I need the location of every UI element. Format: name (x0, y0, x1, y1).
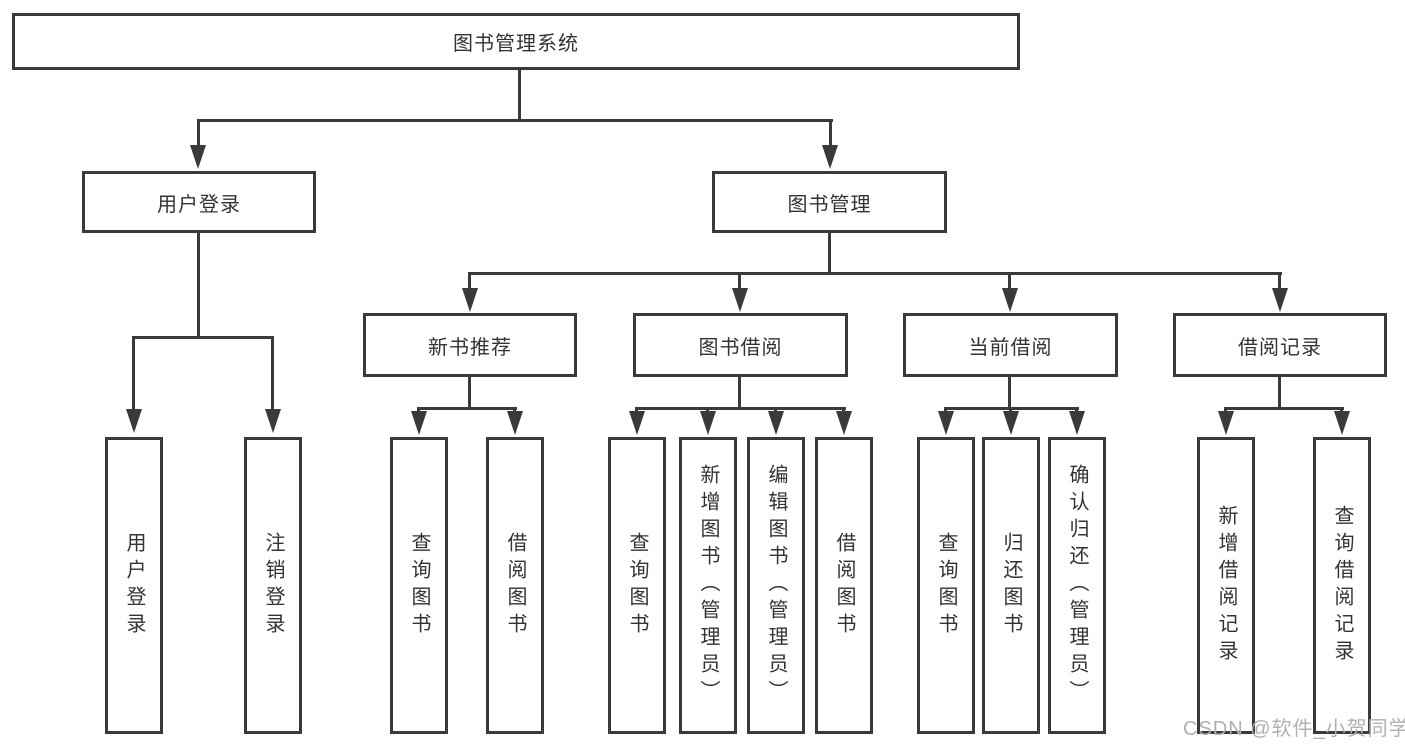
stem-leaf-user-login (132, 336, 135, 411)
arrow-down-icon (1003, 411, 1019, 435)
leaf-query-books-borrow-label: 查询图书 (626, 531, 648, 640)
arrow-down-icon (265, 409, 281, 433)
line-current-trunk (1008, 377, 1011, 410)
leaf-query-books-current-label: 查询图书 (935, 531, 957, 640)
node-library-system-label: 图书管理系统 (453, 33, 579, 55)
stem-borrow-records (1278, 272, 1281, 291)
node-library-system: 图书管理系统 (12, 13, 1020, 70)
leaf-borrow-books-recommend-label: 借阅图书 (504, 531, 526, 640)
arrow-down-icon (411, 411, 427, 435)
node-new-book-recommend: 新书推荐 (363, 313, 577, 377)
leaf-query-books-recommend: 查询图书 (390, 437, 448, 734)
stem-book-borrow (738, 272, 741, 291)
leaf-edit-books-admin-label: 编辑图书（管理员） (765, 464, 787, 707)
line-mgmt-trunk (828, 233, 831, 275)
line-records-bar (1224, 407, 1344, 410)
leaf-query-borrow-record: 查询借阅记录 (1313, 437, 1371, 734)
arrow-down-icon (1334, 411, 1350, 435)
leaf-borrow-books-label: 借阅图书 (833, 531, 855, 640)
leaf-edit-books-admin: 编辑图书（管理员） (747, 437, 805, 734)
leaf-return-books-label: 归还图书 (1000, 531, 1022, 640)
arrow-down-icon (1069, 411, 1085, 435)
line-recommend-trunk (468, 377, 471, 410)
leaf-borrow-books-recommend: 借阅图书 (486, 437, 544, 734)
node-user-login-label: 用户登录 (157, 193, 241, 216)
leaf-add-books-admin: 新增图书（管理员） (679, 437, 737, 734)
leaf-user-login-label: 用户登录 (123, 531, 145, 640)
leaf-user-login: 用户登录 (105, 437, 163, 734)
leaf-logout-login: 注销登录 (244, 437, 302, 734)
arrow-down-icon (1218, 411, 1234, 435)
node-current-borrow: 当前借阅 (903, 313, 1118, 377)
line-login-bar (132, 336, 274, 339)
csdn-watermark: CSDN @软件_小贺同学 (1183, 718, 1405, 740)
line-login-trunk (197, 233, 200, 339)
arrow-down-icon (700, 411, 716, 435)
stem-user-login (197, 119, 200, 151)
stem-book-management (829, 119, 832, 151)
node-book-borrow-label: 图书借阅 (698, 336, 783, 359)
line-recommend-bar (417, 407, 517, 410)
arrow-down-icon (462, 288, 478, 312)
arrow-down-icon (190, 145, 206, 169)
node-borrow-records-label: 借阅记录 (1238, 336, 1322, 359)
node-book-management: 图书管理 (712, 171, 947, 233)
node-book-management-label: 图书管理 (787, 193, 872, 216)
leaf-query-borrow-record-label: 查询借阅记录 (1331, 504, 1353, 667)
leaf-query-books-borrow: 查询图书 (608, 437, 666, 734)
line-root-trunk (518, 70, 521, 121)
line-borrow-trunk (738, 377, 741, 410)
node-current-borrow-label: 当前借阅 (968, 336, 1053, 359)
arrow-down-icon (938, 411, 954, 435)
line-mgmt-bar (468, 272, 1282, 275)
leaf-add-borrow-record-label: 新增借阅记录 (1215, 504, 1237, 667)
arrow-down-icon (629, 411, 645, 435)
leaf-confirm-return-admin-label: 确认归还（管理员） (1066, 464, 1088, 707)
stem-new-book (468, 272, 471, 291)
node-user-login: 用户登录 (82, 171, 316, 233)
arrow-down-icon (732, 288, 748, 312)
leaf-query-books-recommend-label: 查询图书 (408, 531, 430, 640)
leaf-confirm-return-admin: 确认归还（管理员） (1048, 437, 1106, 734)
arrow-down-icon (768, 411, 784, 435)
leaf-return-books: 归还图书 (982, 437, 1040, 734)
leaf-add-books-admin-label: 新增图书（管理员） (697, 464, 719, 707)
leaf-logout-login-label: 注销登录 (262, 531, 284, 640)
arrow-down-icon (1002, 288, 1018, 312)
arrow-down-icon (836, 411, 852, 435)
node-new-book-recommend-label: 新书推荐 (428, 336, 512, 359)
node-borrow-records: 借阅记录 (1173, 313, 1387, 377)
leaf-add-borrow-record: 新增借阅记录 (1197, 437, 1255, 734)
arrow-down-icon (126, 409, 142, 433)
line-records-trunk (1278, 377, 1281, 410)
leaf-borrow-books: 借阅图书 (815, 437, 873, 734)
stem-current-borrow (1008, 272, 1011, 291)
line-root-bar (197, 119, 833, 122)
line-borrow-bar (635, 407, 846, 410)
arrow-down-icon (1272, 288, 1288, 312)
arrow-down-icon (507, 411, 523, 435)
stem-leaf-logout (271, 336, 274, 411)
arrow-down-icon (822, 145, 838, 169)
node-book-borrow: 图书借阅 (633, 313, 848, 377)
leaf-query-books-current: 查询图书 (917, 437, 975, 734)
